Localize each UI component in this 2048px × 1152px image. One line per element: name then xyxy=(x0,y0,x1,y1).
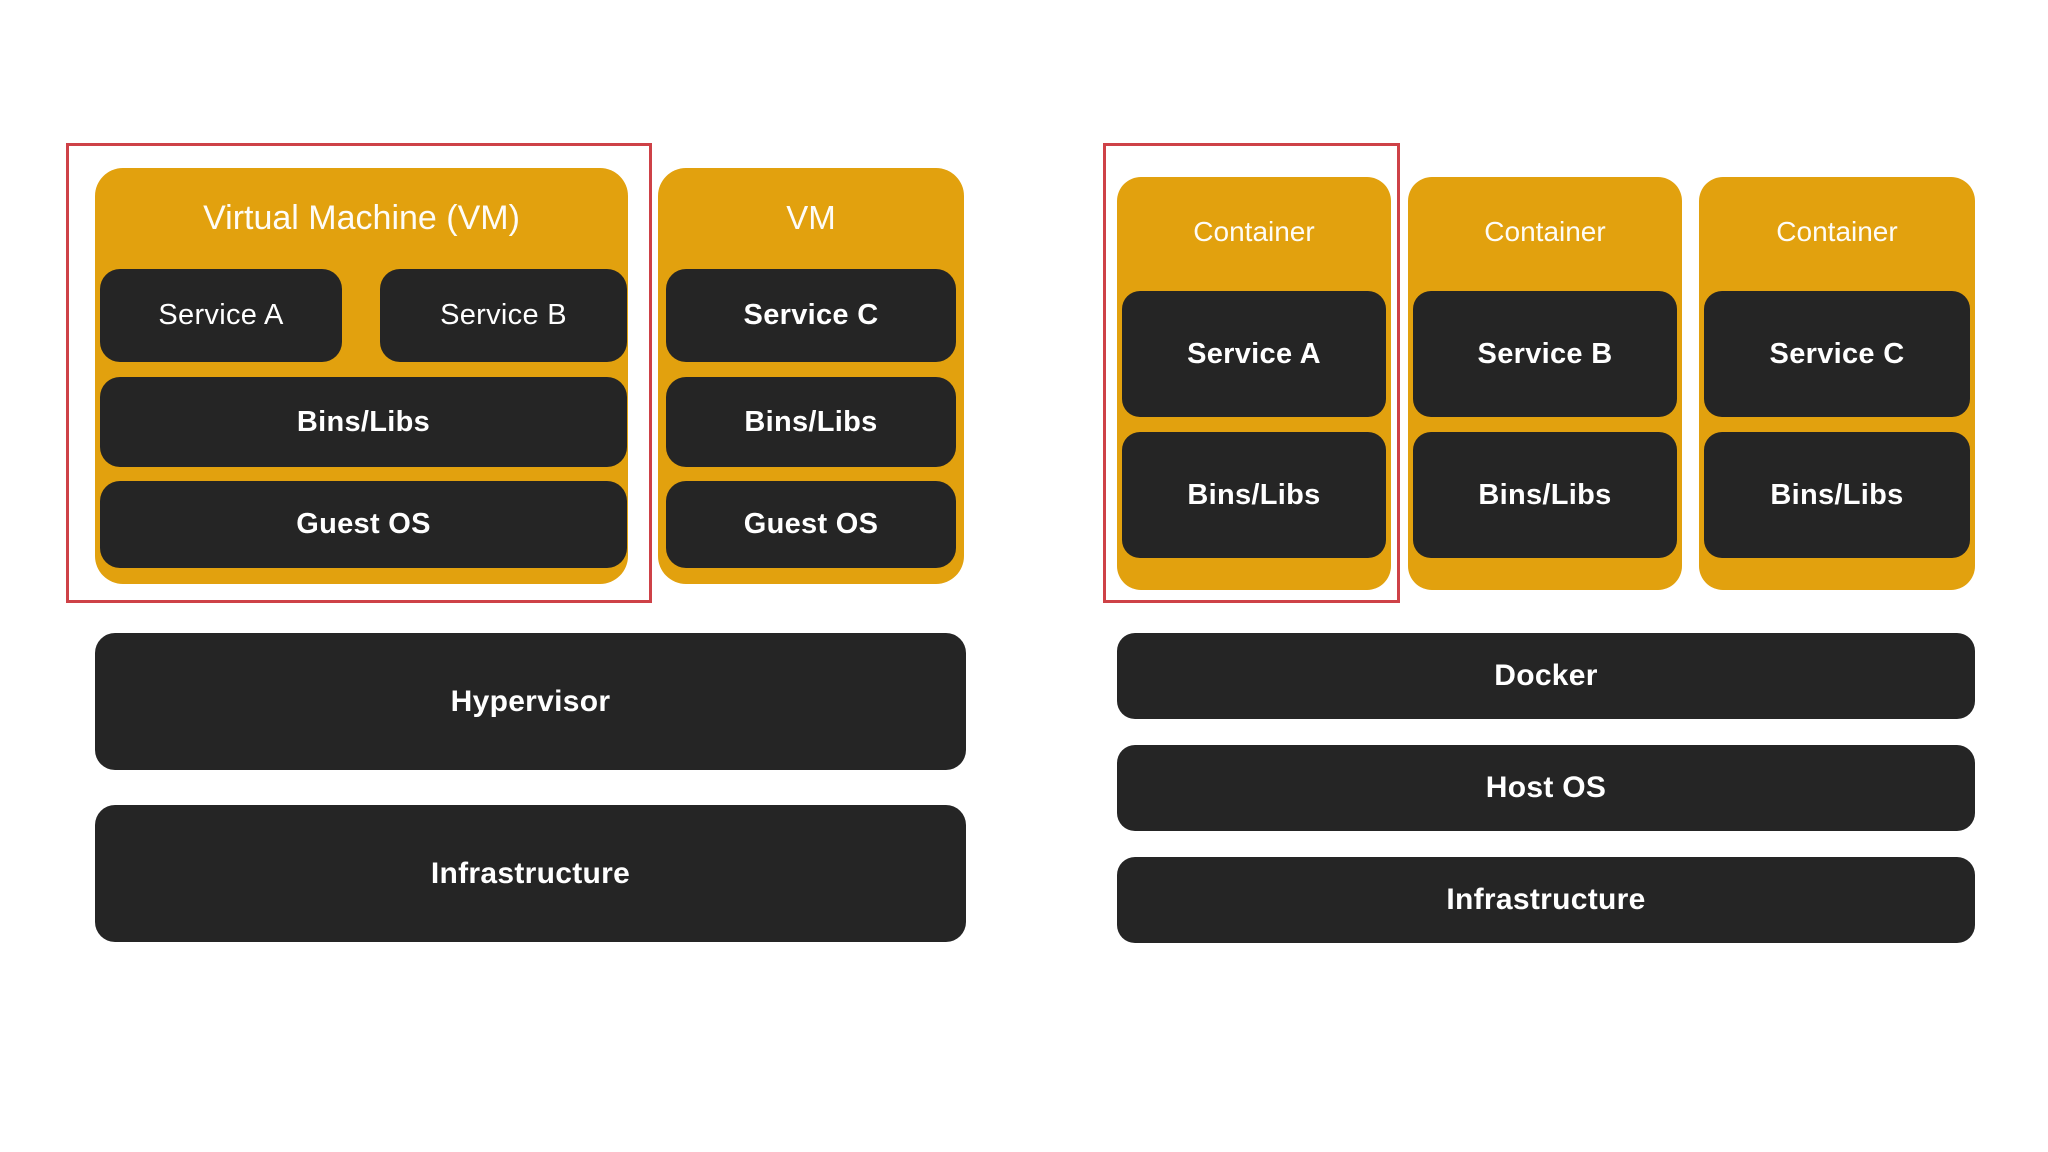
container-bins-libs: Bins/Libs xyxy=(1413,432,1677,558)
vm-small-title: VM xyxy=(786,199,836,236)
container-service: Service A xyxy=(1122,291,1386,417)
host-os-bar: Host OS xyxy=(1117,745,1975,831)
vm-highlight-box xyxy=(66,143,652,603)
hypervisor-bar: Hypervisor xyxy=(95,633,966,770)
container-bins-libs: Bins/Libs xyxy=(1704,432,1970,558)
vm-large-service-a: Service A xyxy=(100,269,342,362)
container-service: Service C xyxy=(1704,291,1970,417)
container-highlight-box xyxy=(1103,143,1400,603)
vm-small-bins-libs: Bins/Libs xyxy=(666,377,956,467)
container-service: Service B xyxy=(1413,291,1677,417)
vm-small-guest-os: Guest OS xyxy=(666,481,956,568)
container-title: Container xyxy=(1484,216,1606,247)
container-title: Container xyxy=(1776,216,1898,247)
vm-large-bins-libs: Bins/Libs xyxy=(100,377,627,467)
vm-small-service-c: Service C xyxy=(666,269,956,362)
vm-large-guest-os: Guest OS xyxy=(100,481,627,568)
infrastructure-bar-right: Infrastructure xyxy=(1117,857,1975,943)
vm-large-title: Virtual Machine (VM) xyxy=(203,198,520,237)
container-bins-libs: Bins/Libs xyxy=(1122,432,1386,558)
docker-bar: Docker xyxy=(1117,633,1975,719)
vm-large-service-b: Service B xyxy=(380,269,627,362)
infrastructure-bar-left: Infrastructure xyxy=(95,805,966,942)
container-title: Container xyxy=(1193,216,1315,247)
